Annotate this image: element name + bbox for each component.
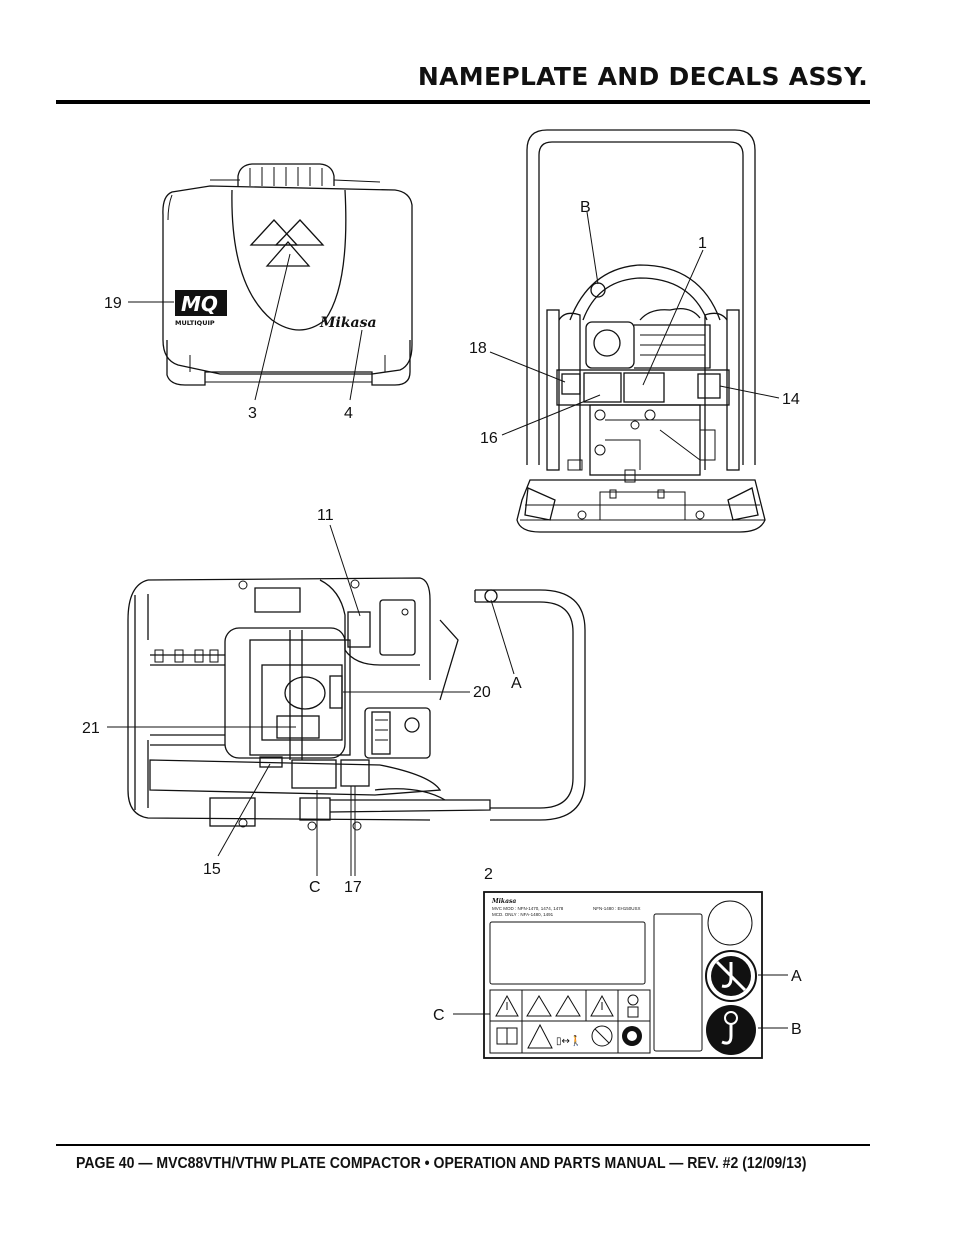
nameplate-brand: Mikasa xyxy=(491,898,516,905)
logo-caption: MULTIQUIP xyxy=(175,319,215,327)
callout-18: 18 xyxy=(469,340,487,357)
callout-14: 14 xyxy=(782,391,800,408)
hazard-icon xyxy=(526,995,552,1017)
callout-16: 16 xyxy=(480,430,498,447)
page-footer: PAGE 40 — MVC88VTH/VTHW PLATE COMPACTOR … xyxy=(76,1155,807,1172)
multiquip-logo-icon xyxy=(175,290,227,316)
callout-2: 2 xyxy=(484,866,493,883)
warning-icon xyxy=(495,994,519,1017)
front-view-drawing xyxy=(489,129,780,533)
nameplate-line-3: NFN-1480 : EH150USX xyxy=(593,906,641,911)
distance-icon: ▯↔🚶 xyxy=(556,1034,582,1047)
hazard-icon-2 xyxy=(555,995,581,1017)
logo-mark: MQ xyxy=(181,292,218,316)
footer-rule xyxy=(56,1144,870,1146)
callout-21: 21 xyxy=(82,720,100,737)
callout-a-plate: A xyxy=(791,968,802,985)
no-flame-icon xyxy=(591,1025,613,1047)
fuel-icon xyxy=(627,994,639,1006)
callout-20: 20 xyxy=(473,684,491,701)
callout-3: 3 xyxy=(248,405,257,422)
callout-4: 4 xyxy=(344,405,353,422)
callout-b-plate: B xyxy=(791,1021,802,1038)
callout-17: 17 xyxy=(344,879,362,896)
belt-cover-drawing: MQ MULTIQUIP Mikasa xyxy=(128,163,413,401)
warning-icon-2 xyxy=(590,994,614,1017)
top-view-drawing xyxy=(107,524,586,876)
nameplate-line-2: MCD. ONLY : NFA-1480, 1491 xyxy=(492,912,554,917)
callout-b-front: B xyxy=(580,199,591,216)
callout-19: 19 xyxy=(104,295,122,312)
callout-c-top: C xyxy=(309,879,321,896)
callout-a-top: A xyxy=(511,675,522,692)
page-title: NAMEPLATE AND DECALS ASSY. xyxy=(417,62,868,91)
callout-15: 15 xyxy=(203,861,221,878)
hot-surface-icon xyxy=(527,1023,553,1049)
nameplate-decal: Mikasa MVC MOD : NFN-1470, 1474, 1478 MC… xyxy=(453,891,788,1059)
nameplate-line-1: MVC MOD : NFN-1470, 1474, 1478 xyxy=(492,906,564,911)
callout-1: 1 xyxy=(698,235,707,252)
brand-script: Mikasa xyxy=(319,315,377,331)
title-rule xyxy=(56,100,870,104)
callout-c-plate: C xyxy=(433,1007,445,1024)
callout-11: 11 xyxy=(317,507,334,524)
